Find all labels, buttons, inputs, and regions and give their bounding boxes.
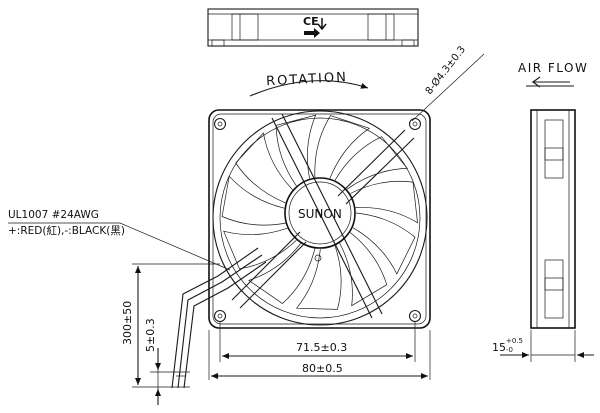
strip-length-label: 5±0.3 <box>144 318 157 352</box>
rotation-indicator: ROTATION <box>249 70 369 97</box>
wire-colors-label: +:RED(紅),-:BLACK(黑) <box>8 225 125 237</box>
bottom-dimensions: 71.5±0.3 80±0.5 <box>208 322 431 380</box>
wire-spec-label: UL1007 #24AWG <box>8 209 99 221</box>
wire-spec: UL1007 #24AWG +:RED(紅),-:BLACK(黑) <box>8 209 231 271</box>
mounting-hole-icon <box>408 117 422 131</box>
front-view: SUNON <box>208 109 431 329</box>
lead-dimensions: 300±50 5±0.3 <box>121 263 220 405</box>
brand-label: SUNON <box>298 207 342 221</box>
ce-mark: CE <box>303 15 319 28</box>
top-view: CE <box>207 8 419 47</box>
airflow-label: AIR FLOW <box>518 61 588 75</box>
fan-blade <box>221 175 286 226</box>
side-view: 15 +0.5 -0 <box>492 109 594 362</box>
fan-blade <box>295 245 342 310</box>
thickness-tol-upper: +0.5 <box>506 337 523 345</box>
hole-spec-label: 8-Ø4.3±0.3 <box>423 44 468 97</box>
hole-spacing-label: 71.5±0.3 <box>296 341 347 354</box>
fan-hub <box>284 177 356 249</box>
fan-blade <box>352 212 416 275</box>
fan-blade <box>334 136 409 190</box>
thickness-tol-lower: -0 <box>506 346 513 354</box>
fan-blade <box>275 114 317 187</box>
fan-blade <box>350 180 418 224</box>
direction-arrow-icon <box>304 28 320 38</box>
fan-blade <box>339 232 388 307</box>
lead-length-label: 300±50 <box>121 301 134 345</box>
thickness-label: 15 <box>492 341 506 354</box>
fan-blade <box>223 227 297 270</box>
overall-width-label: 80±0.5 <box>302 362 343 375</box>
mounting-hole-icon <box>408 309 422 323</box>
fan-blade <box>248 243 316 304</box>
hole-note: 8-Ø4.3±0.3 <box>411 44 485 122</box>
airflow-indicator: AIR FLOW <box>518 61 588 88</box>
mounting-hole-icon <box>213 309 227 323</box>
lead-wires <box>171 247 267 389</box>
fan-blade <box>314 115 371 179</box>
mounting-hole-icon <box>213 117 227 131</box>
down-arrow-icon <box>317 18 327 31</box>
fan-blade <box>235 132 293 204</box>
